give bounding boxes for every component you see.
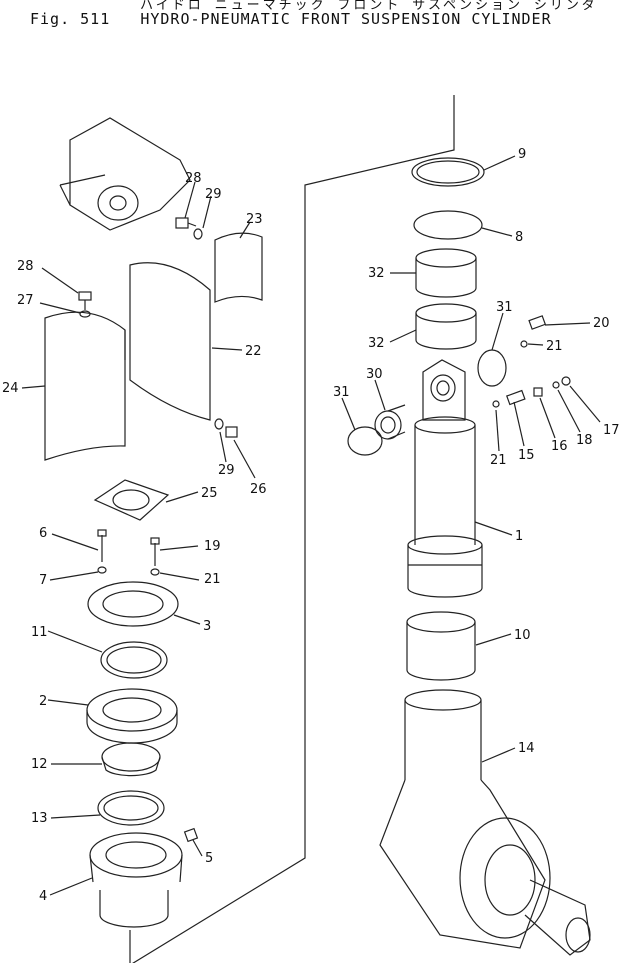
seal-13 — [97, 790, 165, 826]
figure-number: Fig. 511 — [30, 10, 111, 28]
housing-4 — [89, 832, 183, 928]
washer-7 — [97, 566, 107, 574]
callout-21-mid: 21 — [490, 453, 507, 468]
callout-29-upper: 29 — [205, 187, 222, 202]
callout-24: 24 — [2, 381, 19, 396]
callout-20: 20 — [593, 316, 610, 331]
cover-23 — [214, 232, 263, 303]
washer-29-lower — [214, 418, 224, 430]
leader-lines — [21, 155, 601, 896]
cover-22 — [129, 262, 211, 421]
callout-10: 10 — [514, 628, 531, 643]
callout-26: 26 — [250, 482, 267, 497]
callout-labels: 9 8 32 32 31 20 21 30 31 17 18 16 15 21 … — [2, 147, 620, 904]
assembly-bracket — [129, 95, 455, 963]
callout-3: 3 — [203, 619, 211, 634]
bushing-32-upper — [415, 248, 477, 298]
callout-28-upper: 28 — [185, 171, 202, 186]
callout-5: 5 — [205, 851, 213, 866]
gasket-25 — [93, 479, 170, 521]
ring-9 — [411, 157, 485, 187]
callout-23: 23 — [246, 212, 263, 227]
callout-2: 2 — [39, 694, 47, 709]
callout-32-lower: 32 — [368, 336, 385, 351]
callout-6: 6 — [39, 526, 47, 541]
callout-14: 14 — [518, 741, 535, 756]
callout-9: 9 — [518, 147, 526, 162]
seal-12 — [101, 742, 161, 777]
callout-16: 16 — [551, 439, 568, 454]
frame-sketch — [59, 117, 191, 231]
callout-29-lower: 29 — [218, 463, 235, 478]
cylinder-1 — [407, 359, 483, 598]
callout-21-right: 21 — [546, 339, 563, 354]
title-japanese: ハイドロ ニューマチック フロント サスペンション シリンダ — [140, 0, 598, 13]
retainer-2 — [86, 688, 178, 744]
callout-19: 19 — [204, 539, 221, 554]
callout-25: 25 — [201, 486, 218, 501]
bolt-28-left — [78, 291, 92, 310]
callout-32-upper: 32 — [368, 266, 385, 281]
figure-caption: HYDRO-PNEUMATIC FRONT SUSPENSION CYLINDE… — [140, 10, 552, 28]
flange-3 — [87, 581, 179, 627]
pin-bushing-30 — [374, 404, 406, 440]
callout-28-left: 28 — [17, 259, 34, 274]
small-parts-right — [492, 315, 571, 408]
bolt-28-upper — [175, 217, 197, 229]
bushing-32-lower — [415, 303, 477, 350]
seal-11 — [100, 641, 168, 679]
callout-15: 15 — [518, 448, 535, 463]
callout-18: 18 — [576, 433, 593, 448]
callout-7: 7 — [39, 573, 47, 588]
callout-21-left: 21 — [204, 572, 221, 587]
callout-12: 12 — [31, 757, 48, 772]
washer-29-upper — [193, 228, 203, 240]
callout-22: 22 — [245, 344, 262, 359]
bolt-6 — [97, 529, 107, 562]
callout-30: 30 — [366, 367, 383, 382]
snap-ring-31-right — [477, 349, 507, 387]
callout-27: 27 — [17, 293, 34, 308]
callout-11: 11 — [31, 625, 48, 640]
figure-title: Fig. 511 HYDRO-PNEUMATIC FRONT SUSPENSIO… — [30, 10, 552, 28]
callout-31-right: 31 — [496, 300, 513, 315]
bolt-19 — [150, 537, 160, 566]
snap-ring-31-left — [347, 426, 383, 456]
callout-4: 4 — [39, 889, 47, 904]
knuckle-14 — [379, 689, 591, 956]
bushing-10 — [406, 611, 476, 681]
bolt-26 — [225, 426, 238, 438]
ring-8 — [413, 210, 483, 240]
callout-13: 13 — [31, 811, 48, 826]
plug-5 — [183, 827, 199, 843]
cover-24 — [44, 311, 126, 461]
callout-8: 8 — [515, 230, 523, 245]
callout-17: 17 — [603, 423, 620, 438]
washer-21-left — [150, 568, 160, 576]
callout-31-left: 31 — [333, 385, 350, 400]
callout-1: 1 — [515, 529, 523, 544]
